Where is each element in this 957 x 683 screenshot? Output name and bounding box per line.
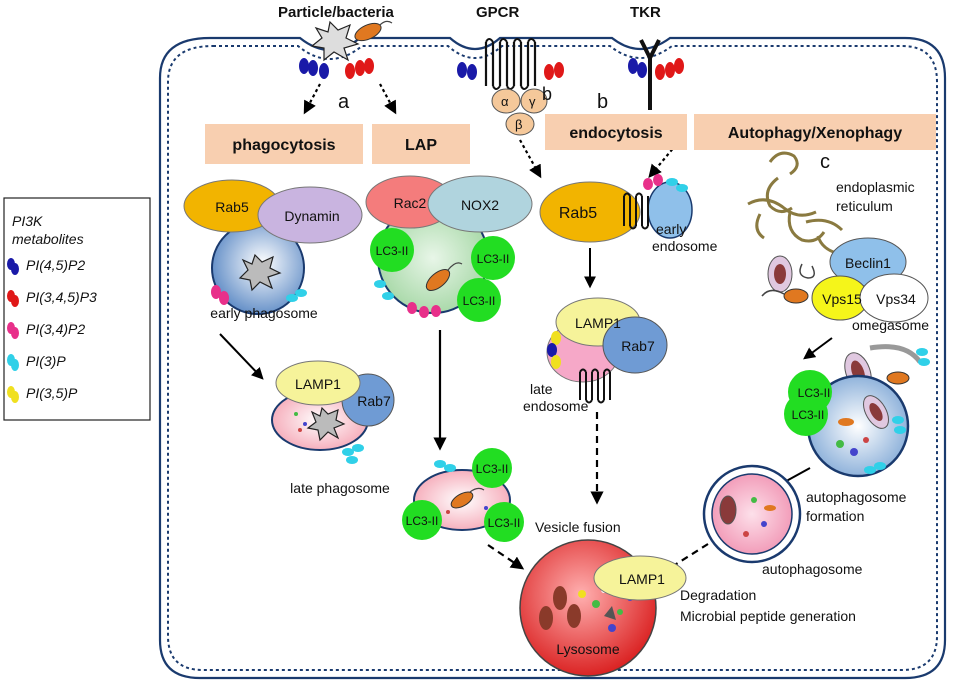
legend-item: PI(3,4,5)P3 [7, 289, 97, 307]
early-phagosome: Rab5 Dynamin [183, 179, 363, 315]
label-b: b [597, 91, 608, 113]
legend-swatch [11, 391, 19, 403]
early-phagosome-label: early phagosome [210, 305, 318, 321]
lap-vesicle: Rac2 NOX2 LC3-II LC3-II LC3-II [365, 175, 533, 322]
autophagosome-formation-label-2: formation [806, 508, 864, 524]
peptide-label: Microbial peptide generation [680, 608, 856, 624]
early-endosome: Rab5 [539, 174, 693, 243]
early-endosome-label-1: early [656, 221, 686, 237]
legend-item: PI(3)P [7, 353, 66, 371]
legend-label: PI(4,5)P2 [26, 257, 85, 273]
legend-label: PI(3)P [26, 353, 66, 369]
legend: PI3K metabolites PI(4,5)P2PI(3,4,5)P3PI(… [3, 197, 151, 421]
vps34-label: Vps34 [876, 291, 916, 307]
lysosome: LAMP1 Lysosome [519, 539, 687, 677]
lc3-label-auto-1: LC3-II [798, 386, 831, 400]
er-label-1: endoplasmic [836, 179, 915, 195]
tkr-receptor [628, 39, 684, 110]
membrane-lipids-particle [299, 58, 374, 79]
rab7-label-phago: Rab7 [357, 393, 391, 409]
lamp1-label-endo: LAMP1 [575, 315, 621, 331]
legend-label: PI(3,4)P2 [26, 321, 85, 337]
tkr-label: TKR [630, 4, 661, 21]
arrow-lap-lyso [487, 544, 525, 570]
late-endosome-label-2: endosome [523, 398, 589, 414]
endocytosis-box [545, 114, 687, 150]
lc3-label-lap-5: LC3-II [406, 514, 439, 528]
lap-label: LAP [405, 137, 437, 154]
gpcr-label: GPCR [476, 4, 520, 21]
autophagosome-formation-label-1: autophagosome [806, 489, 907, 505]
nox2-label: NOX2 [461, 197, 499, 213]
autophagosome-label: autophagosome [762, 561, 863, 577]
lc3-label-lap-3: LC3-II [463, 294, 496, 308]
gpcr-receptor: α γ β [457, 38, 564, 136]
late-phagosome: LAMP1 Rab7 [271, 360, 395, 464]
vesicle-fusion-label: Vesicle fusion [535, 519, 621, 535]
lc3-label-lap-2: LC3-II [477, 252, 510, 266]
phagocytosis-label: phagocytosis [232, 137, 335, 154]
autophagosome-forming: LC3-II LC3-II [784, 370, 910, 478]
legend-label: PI(3,5)P [26, 385, 78, 401]
g-gamma: γ [529, 94, 536, 109]
legend-swatch [11, 327, 19, 339]
beclin-vps-complex: Beclin1 Vps15 Vps34 [761, 237, 929, 323]
vps15-label: Vps15 [822, 291, 862, 307]
lap-late-vesicle: LC3-II LC3-II LC3-II [402, 448, 524, 542]
rab5-label-endo: Rab5 [559, 205, 597, 222]
rab5-label-phago: Rab5 [215, 199, 249, 215]
legend-swatch [11, 359, 19, 371]
rac2-label: Rac2 [394, 195, 427, 211]
legend-title-2: metabolites [12, 231, 84, 247]
legend-swatch [11, 295, 19, 307]
legend-swatch [11, 263, 19, 275]
rab7-label-endo: Rab7 [621, 338, 655, 354]
autophagy-box [694, 114, 936, 150]
particle-label: Particle/bacteria [278, 4, 395, 21]
lc3-label-auto-2: LC3-II [792, 408, 825, 422]
early-endosome-label-2: endosome [652, 238, 718, 254]
degradation-label: Degradation [680, 587, 756, 603]
lap-box [372, 124, 470, 164]
er-label-2: reticulum [836, 198, 893, 214]
cell-membrane [158, 36, 947, 680]
arrow-phago-late [219, 333, 264, 380]
arrow-omega-auto [803, 337, 833, 360]
lysosome-label: Lysosome [556, 641, 620, 657]
dynamin-label: Dynamin [284, 208, 339, 224]
g-beta: β [515, 117, 522, 132]
autophagosome-mature [702, 464, 802, 564]
lamp1-label-phago: LAMP1 [295, 376, 341, 392]
legend-item: PI(4,5)P2 [7, 257, 85, 275]
label-c: c [820, 151, 830, 173]
particle-bacteria [310, 20, 393, 62]
autophagy-label: Autophagy/Xenophagy [728, 125, 902, 142]
legend-item: PI(3,5)P [7, 385, 78, 403]
lc3-label-lap-1: LC3-II [376, 244, 409, 258]
lc3-label-lap-6: LC3-II [488, 516, 521, 530]
late-endosome-label-1: late [530, 381, 553, 397]
lc3-label-lap-4: LC3-II [476, 462, 509, 476]
lamp1-label-lyso: LAMP1 [619, 571, 665, 587]
late-phagosome-label: late phagosome [290, 480, 390, 496]
omegasome-label: omegasome [852, 317, 929, 333]
label-b-small: b [542, 84, 552, 104]
legend-label: PI(3,4,5)P3 [26, 289, 97, 305]
pathway-boxes: phagocytosis LAP endocytosis Autophagy/X… [205, 114, 936, 164]
g-alpha: α [501, 94, 509, 109]
label-a: a [338, 91, 350, 113]
phagocytosis-box [205, 124, 363, 164]
beclin1-label: Beclin1 [845, 255, 891, 271]
endocytosis-label: endocytosis [569, 125, 662, 142]
legend-item: PI(3,4)P2 [7, 321, 85, 339]
legend-title-1: PI3K [12, 213, 43, 229]
late-endosome: LAMP1 Rab7 [546, 297, 668, 404]
